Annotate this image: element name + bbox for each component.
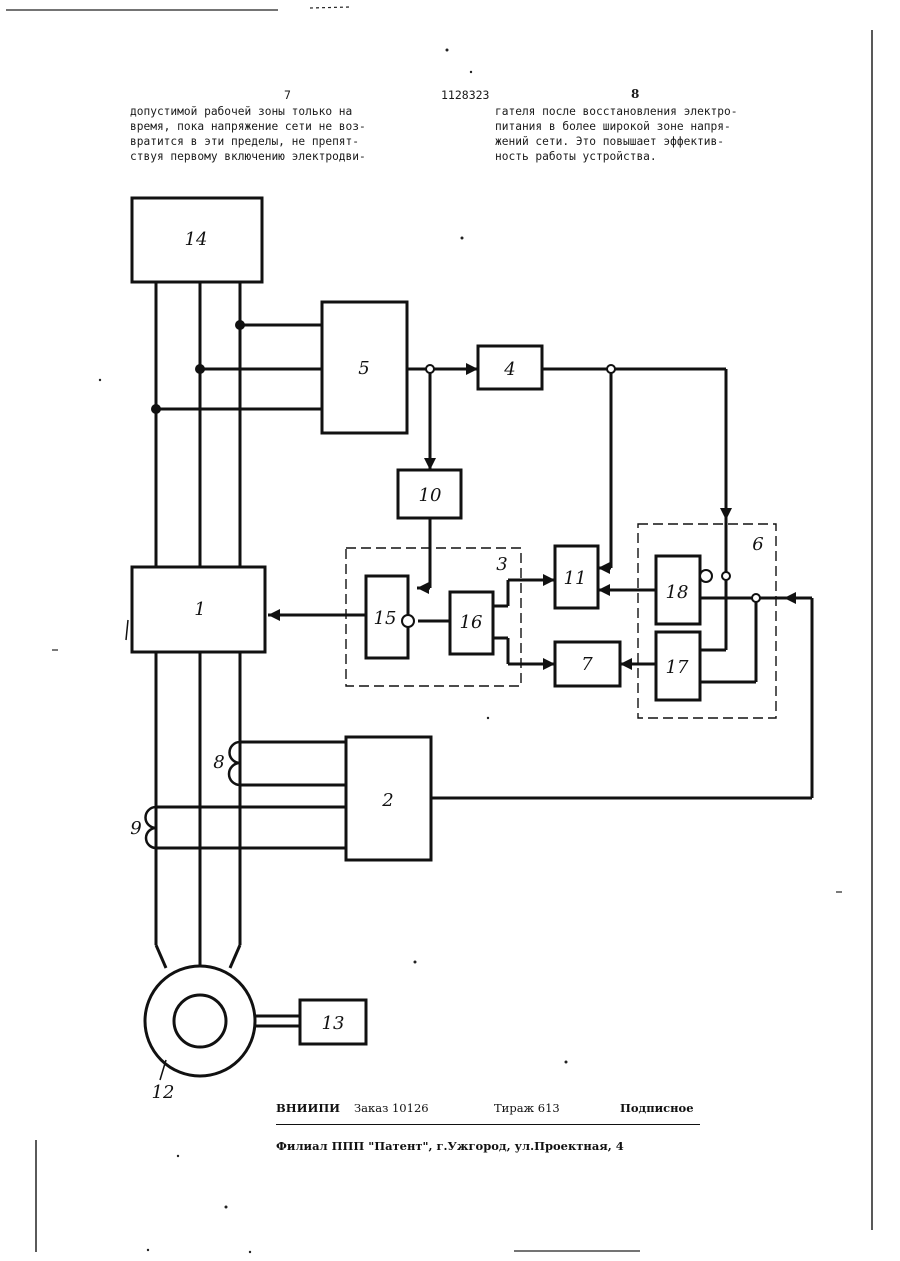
- block-6-label: 6: [752, 534, 763, 555]
- block-18-label: 18: [666, 582, 689, 603]
- coil-9: [146, 807, 157, 848]
- block-2-label: 2: [381, 790, 393, 811]
- coil-8: [229, 742, 240, 785]
- imprint-branch: Филиал ППП "Патент", г.Ужгород, ул.Проек…: [276, 1139, 624, 1153]
- coil-8-label: 8: [213, 752, 224, 773]
- block-1-label: 1: [194, 599, 205, 620]
- block-15-label: 15: [374, 608, 397, 629]
- block-17-label: 17: [666, 657, 689, 678]
- coil-9-label: 9: [130, 818, 141, 839]
- motor: [145, 966, 255, 1076]
- block-11-label: 11: [564, 568, 587, 589]
- imprint-divider: [276, 1124, 700, 1125]
- block-13-label: 13: [322, 1013, 345, 1034]
- block-3-label: 3: [496, 554, 507, 575]
- block-7-label: 7: [581, 654, 593, 675]
- block-5-label: 5: [358, 358, 369, 379]
- motor-rotor: [174, 995, 226, 1047]
- blocks: [132, 198, 700, 1044]
- imprint-line-2: Филиал ППП "Патент", г.Ужгород, ул.Проек…: [276, 1139, 624, 1153]
- block-10-label: 10: [419, 485, 442, 506]
- block-14-label: 14: [185, 229, 208, 250]
- imprint-order: Заказ 10126: [354, 1101, 429, 1115]
- block-16-label: 16: [460, 612, 483, 633]
- motor-label: 12: [152, 1082, 175, 1103]
- imprint-circulation: Тираж 613: [494, 1101, 560, 1115]
- block-4-label: 4: [503, 359, 515, 380]
- block-1-side-mark: [126, 620, 128, 640]
- imprint-subscription: Подписное: [620, 1101, 694, 1115]
- imprint-org: ВНИИПИ: [276, 1101, 340, 1115]
